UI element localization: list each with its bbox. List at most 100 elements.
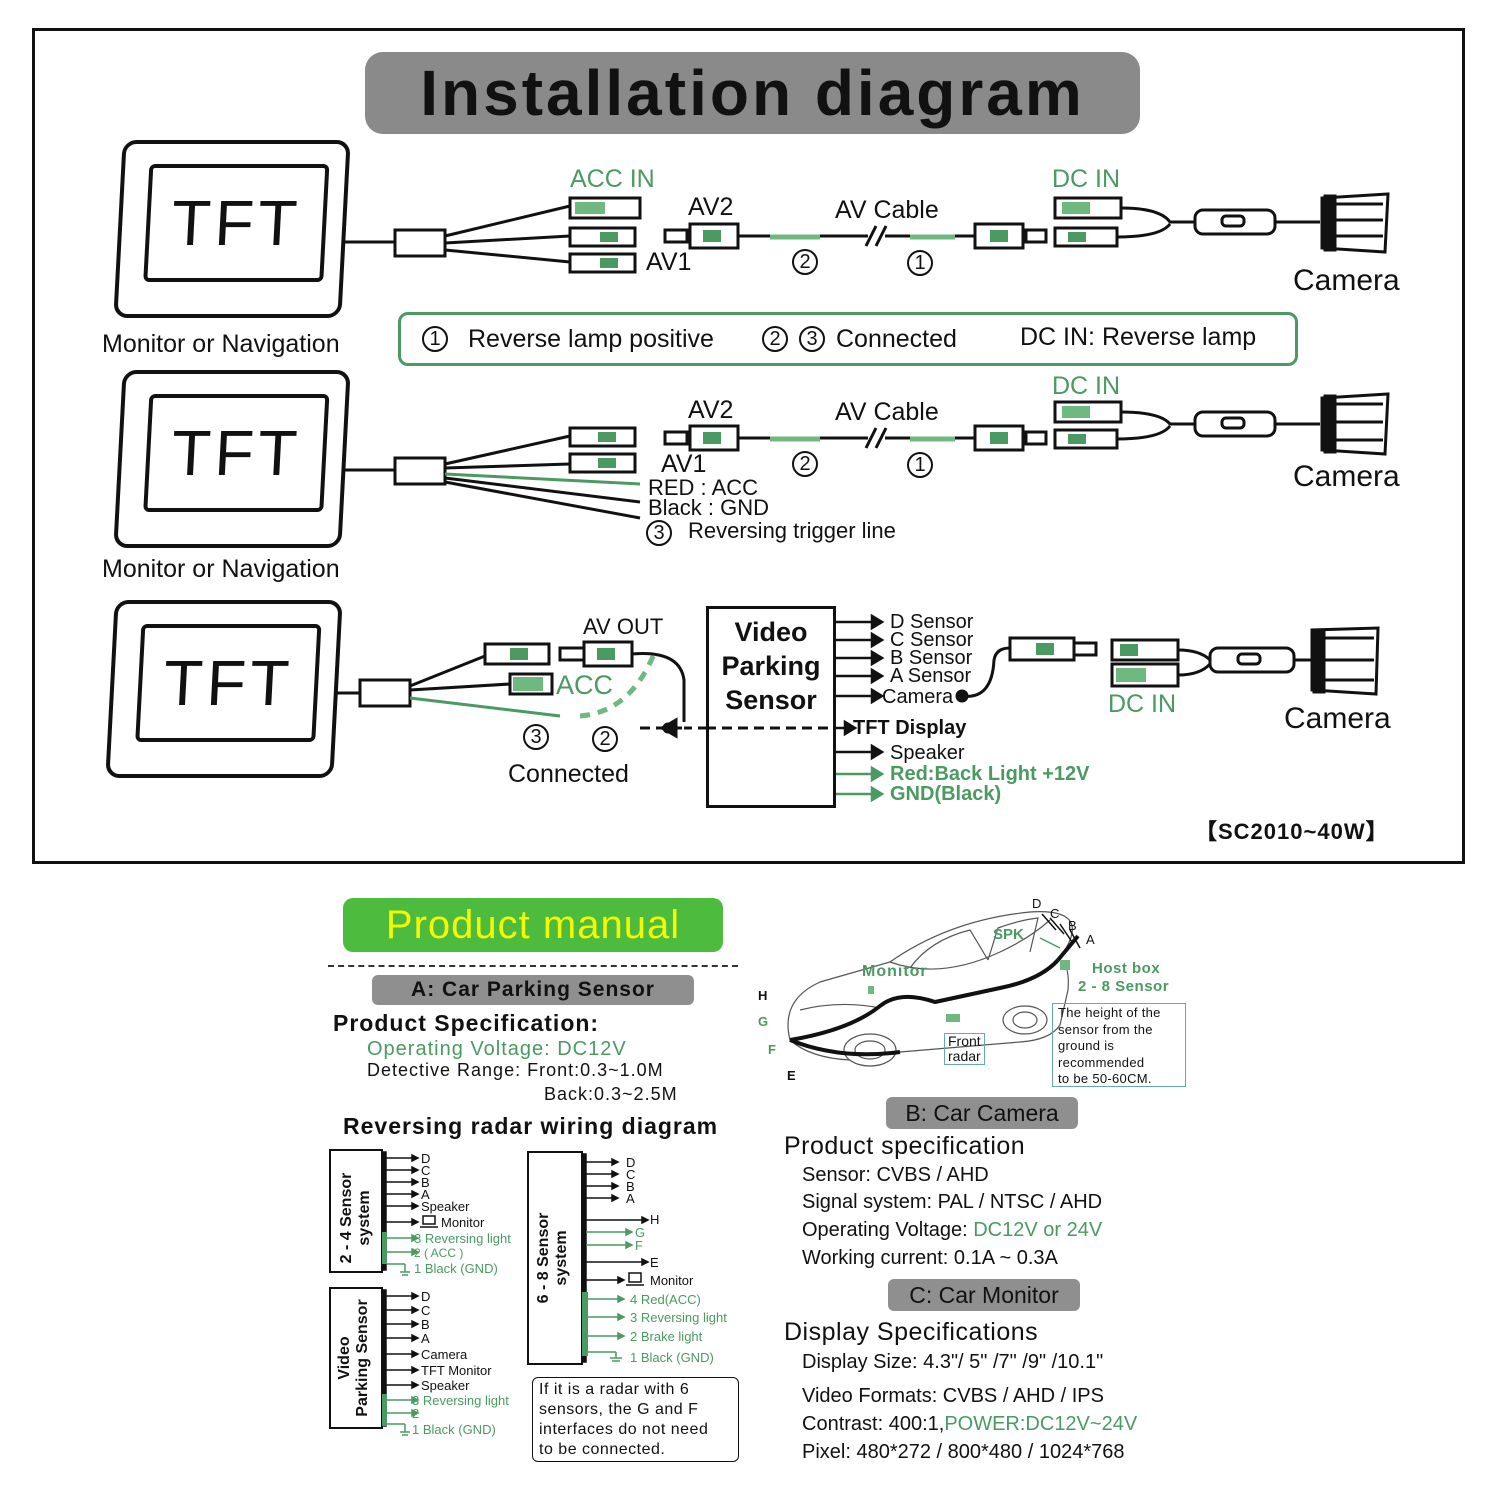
av1-label-2: AV1 [661,450,707,478]
legend-num-2: 2 [762,326,788,352]
sys68-out-c: C [626,1167,636,1182]
operating-voltage-a: Operating Voltage: DC12V [367,1038,627,1060]
sys68-label-2: system [553,1230,570,1286]
sensor-count-label: 2 - 8 Sensor [1078,978,1170,995]
camera-current: Working current: 0.1A ~ 0.3A [802,1247,1058,1269]
height-note-1: The height of the [1058,1005,1161,1020]
contrast-label: Contrast: 400:1, [802,1413,945,1435]
vps-out-gnd: GND(Black) [890,783,1002,805]
radar-note: If it is a radar with 6 sensors, the G a… [532,1377,739,1462]
front-radar-1: Front [948,1033,981,1049]
radar-wiring-diagrams [329,1149,650,1436]
sys68-out-a: A [626,1191,635,1206]
vps-out-backlight: Red:Back Light +12V [890,763,1090,785]
car-letter-b: B [1068,918,1077,933]
height-note-4: recommended [1058,1054,1145,1070]
black-gnd-label: Black : GND [648,495,770,520]
installation-title-pill: Installation diagram [365,52,1140,134]
legend-connected: Connected [836,325,957,353]
num-3-row2: 3 [646,520,672,546]
car-letter-a: A [1086,932,1095,947]
vps-out-tft: TFT Display [853,717,967,739]
sys68-out-b: B [626,1179,635,1194]
monitor-2: TFT [113,370,351,548]
camera-voltage-value: DC12V or 24V [973,1219,1103,1241]
monitor-3-screen: TFT [135,624,322,742]
vps-line-1: Video [734,617,808,647]
camera-voltage: Operating Voltage: DC12V or 24V [802,1219,1102,1242]
front-radar-2: radar [948,1048,981,1064]
sys68-green-4: 4 Red(ACC) [630,1292,701,1307]
height-note-3: ground is [1058,1038,1115,1053]
sys24-green-2: 2 ( ACC ) [414,1246,464,1260]
av1-label-1: AV1 [646,248,692,276]
sysvps-out-speaker: Speaker [421,1378,470,1393]
host-box-label: Host box [1092,960,1161,977]
section-a-title: A: Car Parking Sensor [411,978,655,1001]
camera-sensor: Sensor: CVBS / AHD [802,1164,989,1186]
num-2-row3: 2 [592,726,618,752]
dc-in-label-2: DC IN [1052,372,1121,400]
car-letter-g: G [758,1014,769,1029]
camera-voltage-label: Operating Voltage: [802,1219,974,1241]
sys24-green-1: 1 Black (GND) [414,1261,498,1276]
section-a-pill: A: Car Parking Sensor [372,975,694,1005]
vps-out-c: C Sensor [890,629,974,651]
sysvps-green-3: 3 Reversing light [412,1393,509,1408]
sys68-out-d: D [626,1155,636,1170]
sysvps-out-c: C [421,1303,431,1318]
installation-title: Installation diagram [420,57,1085,129]
camera-label-2: Camera [1293,460,1400,493]
display-size: Display Size: 4.3"/ 5" /7" /9" /10.1" [802,1351,1104,1373]
vps-out-speaker: Speaker [890,742,965,764]
vps-out-camera: Camera [882,686,954,708]
car-spk-label: SPK [993,926,1024,943]
video-formats: Video Formats: CVBS / AHD / IPS [802,1385,1104,1407]
vps-out-a: A Sensor [890,665,972,687]
note-line-4: to be connected. [539,1441,666,1458]
sysvps-out-d: D [421,1289,431,1304]
note-line-3: interfaces do not need [539,1421,709,1438]
num-1-row2: 1 [907,452,933,478]
sys68-out-e: E [650,1255,659,1270]
sys68-out-h: H [650,1212,660,1227]
back-range: Back:0.3~2.5M [544,1084,678,1104]
reversing-trigger-label: Reversing trigger line [688,518,896,543]
num-3-row3: 3 [523,724,549,750]
section-c-pill: C: Car Monitor [888,1279,1080,1311]
sys68-out-f: F [635,1238,643,1253]
num-2-row1: 2 [792,249,818,275]
car-illustration [787,911,1081,1067]
sysvps-green-1: 1 Black (GND) [412,1422,496,1437]
red-acc-label: RED : ACC [648,475,759,500]
note-line-1: If it is a radar with 6 [539,1381,690,1398]
sys68-out-g: G [635,1225,646,1240]
sys24-label: 2 - 4 Sensor system [338,1162,374,1274]
section-b-title: B: Car Camera [905,1099,1059,1126]
monitor-1-label: Monitor or Navigation [102,330,340,358]
sysvps-out-a: A [421,1331,430,1346]
sys24-out-a: A [421,1187,430,1202]
front-radar-label: Front radar [944,1033,985,1065]
av-cable-label-1: AV Cable [835,196,939,224]
acc-in-label: ACC IN [570,165,655,193]
camera-label-3: Camera [1284,702,1391,735]
vps-line-2: Parking [721,651,821,681]
legend-box [398,312,1298,366]
video-parking-sensor-box: Video Parking Sensor [706,606,836,808]
sys24-out-d: D [421,1151,431,1166]
sysvps-out-camera: Camera [421,1347,468,1362]
sys68-out-monitor: Monitor [650,1273,694,1288]
power-value: POWER:DC12V~24V [944,1413,1138,1435]
sys24-out-c: C [421,1163,431,1178]
car-monitor-label: Monitor [862,963,928,980]
sys24-label-2: system [356,1190,373,1246]
dc-in-label-3: DC IN [1108,690,1177,718]
manual-divider [328,965,738,967]
sysvps-out-tft: TFT Monitor [421,1363,492,1378]
detective-range: Detective Range: Front:0.3~1.0M [367,1060,664,1080]
monitor-1: TFT [113,140,351,318]
av-out-label: AV OUT [583,614,664,639]
monitor-2-screen: TFT [143,394,330,512]
acc-label: ACC [556,670,614,700]
